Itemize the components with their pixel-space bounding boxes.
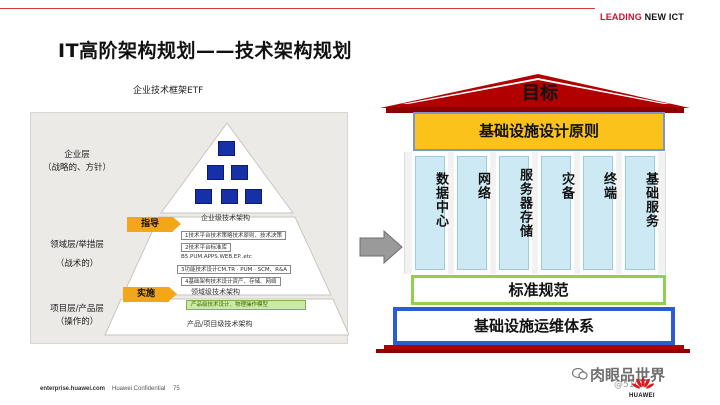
level-name: 企业层 <box>64 150 90 160</box>
footer-confidential: Huawei Confidential 75 <box>112 386 180 392</box>
level-desc: （战略的、方针） <box>42 163 111 173</box>
temple-base-top <box>384 345 684 349</box>
confidential-text: Huawei Confidential <box>112 386 166 392</box>
pillar-network: 网络 <box>454 152 490 274</box>
pillar-label: 终端 <box>601 172 616 200</box>
pillar-label: 灾备 <box>559 172 574 200</box>
label-domain-arch: 领域级技术架构 <box>191 288 240 296</box>
page-number: 75 <box>173 386 180 392</box>
huawei-logo-icon <box>632 377 654 389</box>
tag-guide: 指导 <box>127 217 181 232</box>
band-5: 4基础架构技术设计资产、存储、网络 <box>181 277 281 286</box>
level-name: 项目层/产品层 <box>50 304 104 314</box>
pyramid-block <box>245 189 262 204</box>
etf-caption: 企业技术框架ETF <box>133 86 204 96</box>
brand-leading: LEADING <box>600 12 642 22</box>
page-title: IT高阶架构规划——技术架构规划 <box>58 40 353 62</box>
pillar-label: 服务器存储 <box>517 168 532 238</box>
pillar-terminal: 终端 <box>580 152 616 274</box>
pyramid-block <box>207 165 224 180</box>
label-product-arch: 产品/项目级技术架构 <box>187 320 253 328</box>
temple-roof <box>380 74 690 113</box>
pillar-basic-services: 基础服务 <box>622 152 658 274</box>
pyramid-block <box>221 189 238 204</box>
tag-implement: 实施 <box>123 287 177 302</box>
pillar-datacenter: 数据中心 <box>412 152 448 274</box>
label-enterprise-arch: 企业级技术架构 <box>201 214 250 222</box>
brand-rest: NEW ICT <box>644 12 685 22</box>
wechat-icon <box>572 368 588 380</box>
level-domain: 领域层/举措层 （战术的） <box>37 239 117 271</box>
brand-slogan: LEADING NEW ICT <box>600 12 684 22</box>
right-arrow-icon <box>359 230 403 264</box>
ops-system-bar: 基础设施运维体系 <box>393 307 675 345</box>
pyramid-block <box>195 189 212 204</box>
roof-goal-label: 目标 <box>522 83 558 104</box>
footer-site-text: enterprise.huawei.com <box>40 386 106 392</box>
level-desc: （操作的） <box>55 317 99 327</box>
etf-panel: 企业层 （战略的、方针） 领域层/举措层 （战术的） 项目层/产品层 （操作的）… <box>30 112 349 344</box>
pyramid-block <box>218 141 235 156</box>
temple-base-bottom <box>376 349 690 353</box>
product-bar: 产品级技术设计、物理操作模型 <box>186 300 306 310</box>
band-3: B5.PUM.APPS.WEB.EP..etc <box>181 254 252 260</box>
level-enterprise: 企业层 （战略的、方针） <box>37 149 117 175</box>
pillar-label: 网络 <box>475 172 490 200</box>
pillar-label: 基础服务 <box>643 172 658 228</box>
pyramid-block <box>231 165 248 180</box>
footer-site: enterprise.huawei.com <box>40 386 105 392</box>
pillar-server-storage: 服务器存储 <box>496 152 532 274</box>
header-rule <box>0 8 595 9</box>
band-1: 1技术平台技术策略技术原则、技术决策 <box>181 231 287 240</box>
pillar-label: 数据中心 <box>433 172 448 228</box>
watermark-text: 肉眼品世界 <box>590 366 666 384</box>
level-product: 项目层/产品层 （操作的） <box>37 303 117 329</box>
band-2: 2技术平台标准库 <box>181 243 231 252</box>
huawei-logo-text: HUAWEI <box>629 393 655 399</box>
pillar-disaster-recovery: 灾备 <box>538 152 574 274</box>
band-4: 3功能技术设计CM.TR · PUM · SCM、R&A <box>177 265 292 274</box>
standards-bar: 标准规范 <box>411 275 666 305</box>
watermark-sub: @51C <box>614 380 641 390</box>
design-principles-bar: 基础设施设计原则 <box>413 112 665 151</box>
level-name: 领域层/举措层 <box>50 240 104 250</box>
level-desc: （战术的） <box>55 259 99 269</box>
